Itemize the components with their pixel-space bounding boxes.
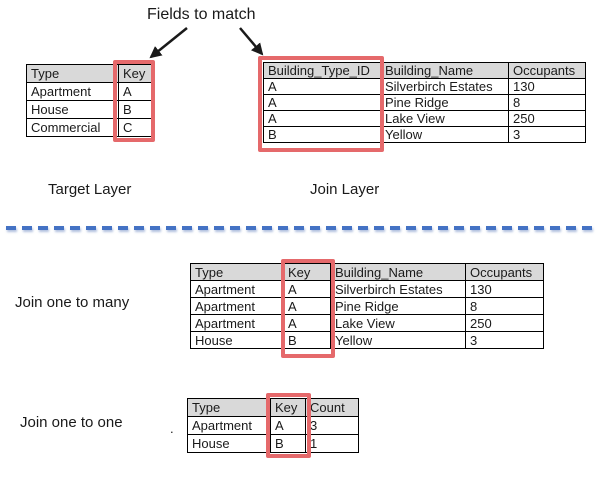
table-cell: Silverbirch Estates [380,78,509,95]
table-cell: A [283,280,331,298]
table-cell: Yellow [330,331,466,349]
table-row: House B Yellow 3 [190,331,544,349]
table-cell: House [187,434,271,453]
table-cell: B [270,434,306,453]
table-header-row: Type Key Count [187,398,359,417]
table-cell: A [263,94,381,111]
table-row: House B 1 [187,434,359,453]
column-header: Type [187,398,271,417]
column-header: Key [118,64,152,83]
column-header: Occupants [465,263,544,281]
target-layer-table: Type Key Apartment A House B Commercial … [26,64,152,137]
table-row: A Pine Ridge 8 [263,94,586,111]
table-cell: 1 [305,434,359,453]
table-cell: A [283,314,331,332]
table-cell: Lake View [330,314,466,332]
table-row: Apartment A Silverbirch Estates 130 [190,280,544,298]
table-row: Apartment A Pine Ridge 8 [190,297,544,315]
dashed-divider [6,226,594,230]
join-layer-table: Building_Type_ID Building_Name Occupants… [263,62,586,143]
table-cell: 8 [465,297,544,315]
join-one-to-many-label: Join one to many [15,294,130,311]
column-header: Building_Name [330,263,466,281]
table-cell: Silverbirch Estates [330,280,466,298]
down-left-arrow-icon [149,27,188,59]
table-row: B Yellow 3 [263,126,586,143]
table-header-row: Type Key Building_Name Occupants [190,263,544,281]
table-cell: House [26,100,119,119]
join-layer-label: Join Layer [310,181,380,198]
table-cell: A [283,297,331,315]
table-cell: 130 [465,280,544,298]
table-cell: Apartment [187,416,271,435]
table-cell: A [270,416,306,435]
table-cell: B [263,126,381,143]
table-cell: 8 [508,94,586,111]
join-one-to-one-label: Join one to one [20,414,123,431]
table-cell: House [190,331,284,349]
table-cell: Commercial [26,118,119,137]
table-cell: C [118,118,152,137]
table-row: House B [26,100,152,119]
one-to-many-result-table: Type Key Building_Name Occupants Apartme… [190,263,544,349]
table-cell: 3 [508,126,586,143]
table-cell: Yellow [380,126,509,143]
table-cell: A [263,78,381,95]
column-header: Building_Name [380,62,509,79]
table-cell: 250 [465,314,544,332]
stray-period: . [170,421,174,436]
column-header: Type [26,64,119,83]
table-row: A Lake View 250 [263,110,586,127]
table-cell: Apartment [190,314,284,332]
table-cell: Apartment [190,297,284,315]
table-cell: A [263,110,381,127]
table-cell: Lake View [380,110,509,127]
table-cell: 3 [465,331,544,349]
table-row: Apartment A Lake View 250 [190,314,544,332]
column-header: Key [270,398,306,417]
column-header: Occupants [508,62,586,79]
fields-to-match-title: Fields to match [147,6,256,23]
table-header-row: Building_Type_ID Building_Name Occupants [263,62,586,79]
table-cell: Pine Ridge [330,297,466,315]
table-cell: 130 [508,78,586,95]
down-right-arrow-icon [239,27,264,56]
column-header: Type [190,263,284,281]
column-header: Building_Type_ID [263,62,381,79]
one-to-one-result-table: Type Key Count Apartment A 3 House B 1 [187,398,359,453]
table-row: Apartment A [26,82,152,101]
table-row: Apartment A 3 [187,416,359,435]
table-row: A Silverbirch Estates 130 [263,78,586,95]
target-layer-label: Target Layer [48,181,132,198]
table-cell: 250 [508,110,586,127]
table-header-row: Type Key [26,64,152,83]
table-cell: Pine Ridge [380,94,509,111]
column-header: Count [305,398,359,417]
column-header: Key [283,263,331,281]
table-cell: 3 [305,416,359,435]
table-cell: Apartment [190,280,284,298]
table-row: Commercial C [26,118,152,137]
table-cell: B [118,100,152,119]
table-cell: A [118,82,152,101]
table-cell: B [283,331,331,349]
table-cell: Apartment [26,82,119,101]
